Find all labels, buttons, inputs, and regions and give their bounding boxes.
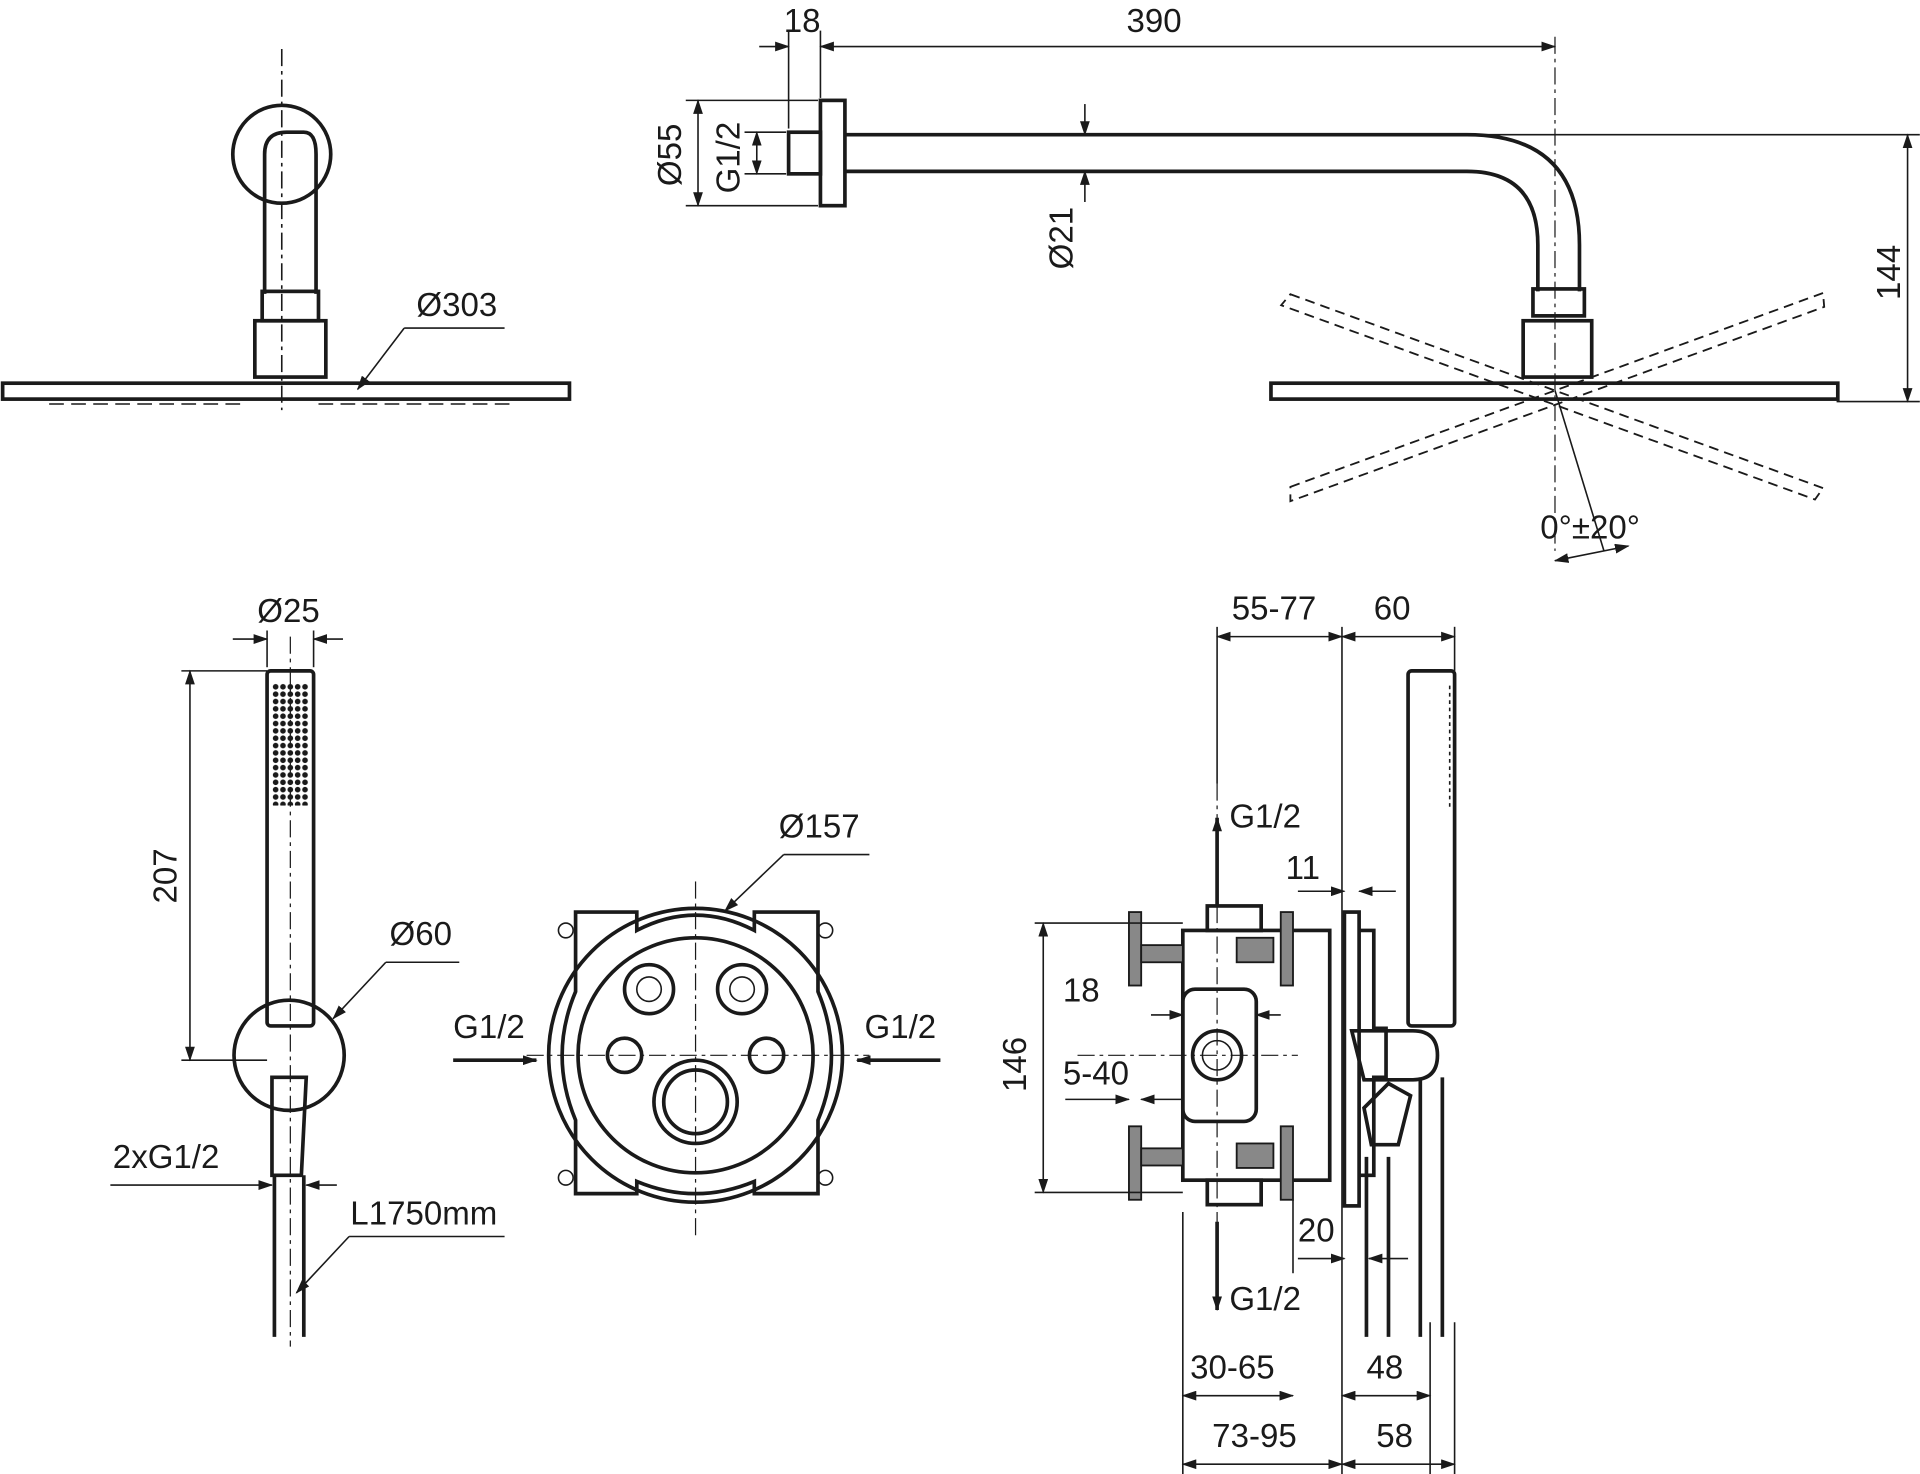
dim-48-label: 48 (1366, 1350, 1403, 1387)
dim-144-label: 144 (1871, 245, 1908, 300)
dim-207-label: 207 (147, 848, 184, 903)
diameter-157-label: Ø157 (779, 808, 860, 845)
dim-390-label: 390 (1126, 3, 1181, 40)
inlet-left-label: G1/2 (453, 1009, 525, 1046)
hand-shower-view: Ø25 207 Ø60 2xG1/2 L1750mm (110, 593, 505, 1347)
thread-g12-label: G1/2 (711, 122, 748, 194)
dim-11-label: 11 (1286, 850, 1320, 887)
inlet-right-label: G1/2 (865, 1009, 937, 1046)
dim-60-label: 60 (1374, 590, 1411, 627)
tilt-angle-label: 0°±20° (1540, 510, 1640, 547)
diameter-25-label: Ø25 (257, 593, 319, 630)
diameter-21-label: Ø21 (1044, 207, 1081, 269)
diameter-55-label: Ø55 (652, 124, 689, 186)
dim-55-77-label: 55-77 (1232, 590, 1317, 627)
dim-73-95-label: 73-95 (1212, 1418, 1297, 1455)
dim-18-label: 18 (784, 3, 821, 40)
connection-label: 2xG1/2 (113, 1139, 220, 1176)
overhead-shower-side-view: 18 390 Ø55 G1/2 Ø21 144 0°±20° (652, 3, 1920, 563)
diameter-303-label: Ø303 (416, 287, 497, 324)
dim-58-label: 58 (1376, 1418, 1413, 1455)
dim-5-40-label: 5-40 (1063, 1056, 1129, 1093)
dim-30-65-label: 30-65 (1190, 1350, 1275, 1387)
dim-146-label: 146 (997, 1037, 1034, 1092)
hose-length-label: L1750mm (350, 1195, 497, 1232)
concealed-body-front-view: Ø157 G1/2 G1/2 (453, 808, 941, 1237)
concealed-body-side-view: 55-77 60 G1/2 11 18 146 5-40 20 G1/2 30-… (997, 590, 1457, 1474)
dim-20-label: 20 (1298, 1212, 1335, 1249)
overhead-shower-front-view: Ø303 (0, 48, 572, 411)
diameter-60-label: Ø60 (389, 916, 451, 953)
outlet-top-label: G1/2 (1229, 799, 1301, 836)
outlet-bottom-label: G1/2 (1229, 1281, 1301, 1318)
dim-18-body-label: 18 (1063, 972, 1100, 1009)
